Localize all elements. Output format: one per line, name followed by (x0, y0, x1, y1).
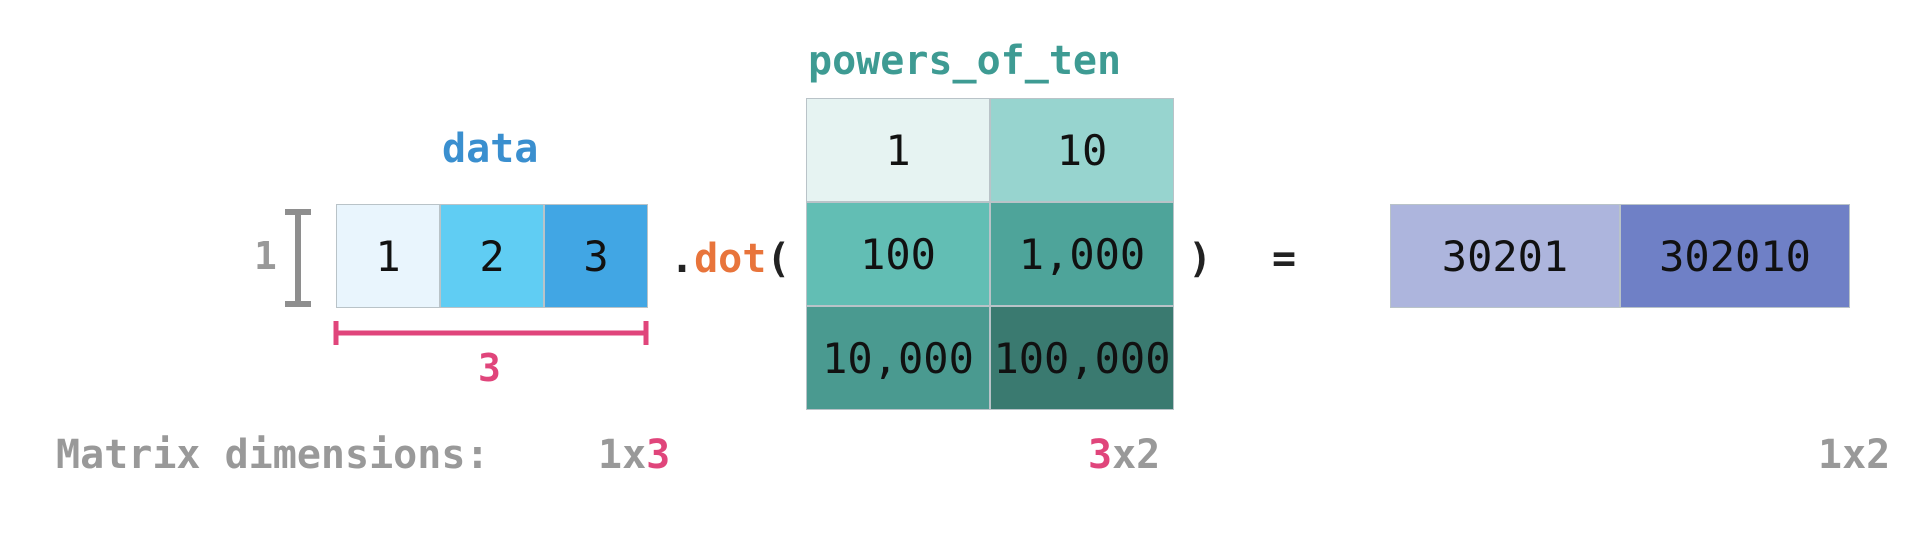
dot-prefix: . (670, 236, 695, 282)
dimensions-label: Matrix dimensions: (56, 432, 490, 478)
powers-cell: 1,000 (990, 202, 1174, 306)
powers-matrix-title: powers_of_ten (808, 38, 1122, 84)
data-dimensions: 1x3 (598, 432, 670, 478)
data-rows-label: 1 (254, 234, 277, 278)
data-cell: 1 (336, 204, 440, 308)
powers-cell: 100 (806, 202, 990, 306)
dot-word: dot (694, 236, 767, 282)
powers-cell: 10 (990, 98, 1174, 202)
powers-cell: 10,000 (806, 306, 990, 410)
open-paren: ( (766, 236, 791, 282)
result-cell: 302010 (1620, 204, 1850, 308)
powers-dimensions: 3x2 (1088, 432, 1160, 478)
equals-sign: = (1272, 236, 1297, 282)
close-paren: ) (1188, 236, 1213, 282)
data-dim-cols: 3 (646, 432, 671, 478)
data-cols-label: 3 (478, 346, 501, 390)
powers-cell: 100,000 (990, 306, 1174, 410)
powers-dim-cols: x2 (1112, 432, 1161, 478)
data-cell: 2 (440, 204, 544, 308)
powers-cell: 1 (806, 98, 990, 202)
rows-bracket-icon (285, 209, 311, 307)
cols-bracket-icon (333, 321, 649, 345)
powers-dim-rows: 3 (1088, 432, 1113, 478)
result-dimensions: 1x2 (1818, 432, 1891, 478)
dot-operator: .dot( (670, 236, 790, 282)
data-cell: 3 (544, 204, 648, 308)
result-cell: 30201 (1390, 204, 1620, 308)
data-dim-rows: 1x (598, 432, 647, 478)
data-matrix-title: data (442, 126, 539, 172)
